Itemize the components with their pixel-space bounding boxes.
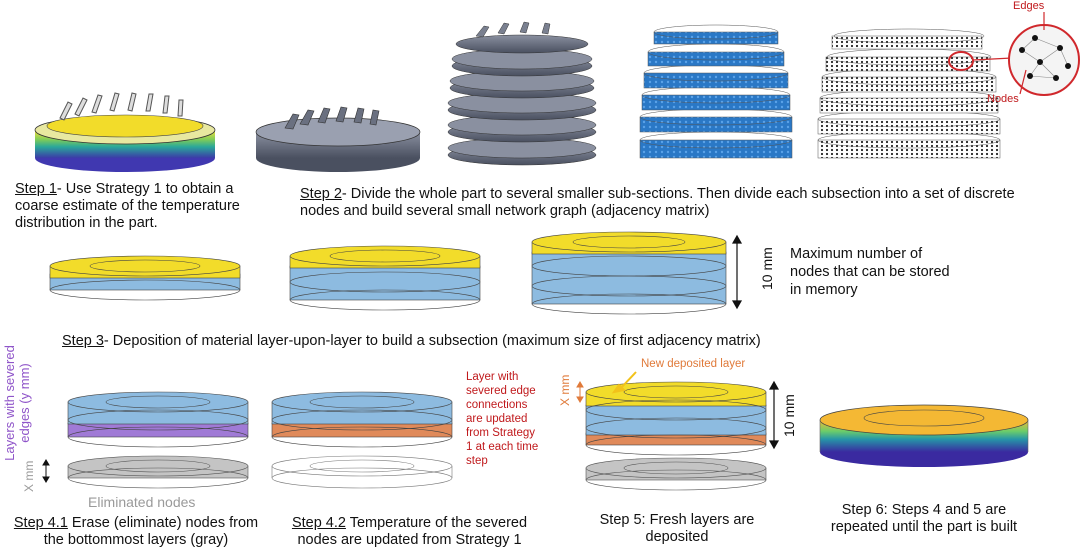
step1-caption: Step 1- Use Strategy 1 to obtain a coars… bbox=[15, 181, 277, 232]
step5-caption: Step 5: Fresh layers are deposited bbox=[599, 512, 755, 545]
step42-text: Temperature of the severed nodes are upd… bbox=[297, 515, 528, 548]
step5-gray-layer bbox=[585, 457, 767, 491]
step41-eliminated-layer bbox=[67, 455, 249, 489]
step3-label: Step 3 bbox=[62, 333, 104, 349]
step42-label: Step 4.2 bbox=[291, 515, 346, 531]
zoom-graph-inset bbox=[1008, 12, 1080, 96]
step2-nodes-image bbox=[639, 24, 793, 159]
step2-sections-image bbox=[447, 21, 597, 166]
step1-text: - Use Strategy 1 to obtain a coarse esti… bbox=[15, 181, 240, 231]
step3-memory-note: Maximum number of nodes that can be stor… bbox=[790, 246, 950, 298]
x-mm-right-label: X mm bbox=[558, 374, 572, 406]
step6-part-image bbox=[819, 404, 1029, 467]
new-layer-label: New deposited layer bbox=[641, 358, 746, 370]
step2-graph-image bbox=[817, 28, 1013, 159]
step41-text: Erase (eliminate) nodes from the bottomm… bbox=[43, 515, 259, 548]
step3-layer3-image bbox=[531, 231, 727, 315]
step42-caption: Step 4.2 Temperature of the severed node… bbox=[272, 515, 547, 549]
step41-caption: Step 4.1 Erase (eliminate) nodes from th… bbox=[5, 515, 267, 549]
step42-stack-image bbox=[271, 391, 453, 448]
step1-part-image bbox=[34, 92, 216, 172]
step3-dim-label: 10 mm bbox=[759, 247, 775, 290]
step1-label: Step 1 bbox=[15, 181, 57, 197]
severed-layer-note: Layer with severed edge connections are … bbox=[466, 371, 539, 467]
step3-text: - Deposition of material layer-upon-laye… bbox=[103, 333, 761, 349]
step41-stack-image bbox=[67, 391, 249, 448]
step3-layer2-image bbox=[289, 245, 481, 311]
x-mm-arrow-right bbox=[576, 381, 584, 403]
x-mm-arrow-left bbox=[42, 459, 50, 483]
new-layer-arrow bbox=[611, 371, 637, 394]
step3-caption: Step 3- Deposition of material layer-upo… bbox=[62, 333, 962, 350]
step2-part-image bbox=[255, 106, 421, 172]
step42-gray-layer bbox=[271, 455, 453, 489]
severed-layers-label: Layers with severed edges (y mm) bbox=[2, 345, 32, 461]
step3-dimension-arrow bbox=[731, 234, 743, 310]
step5-dimension-arrow bbox=[768, 380, 780, 450]
eliminated-nodes-label: Eliminated nodes bbox=[88, 494, 196, 510]
nodes-label: Nodes bbox=[987, 93, 1019, 105]
step2-caption: Step 2- Divide the whole part to several… bbox=[300, 186, 1040, 220]
step2-label: Step 2 bbox=[300, 186, 342, 202]
x-mm-left-label: X mm bbox=[22, 460, 36, 492]
step5-stack-image bbox=[585, 381, 767, 456]
step2-text: - Divide the whole part to several small… bbox=[300, 186, 1015, 219]
step5-dim-label: 10 mm bbox=[781, 394, 797, 437]
edges-label: Edges bbox=[1013, 0, 1045, 12]
step3-layer1-image bbox=[49, 255, 241, 301]
step6-caption: Step 6: Steps 4 and 5 are repeated until… bbox=[830, 502, 1018, 535]
step41-label: Step 4.1 bbox=[13, 515, 68, 531]
